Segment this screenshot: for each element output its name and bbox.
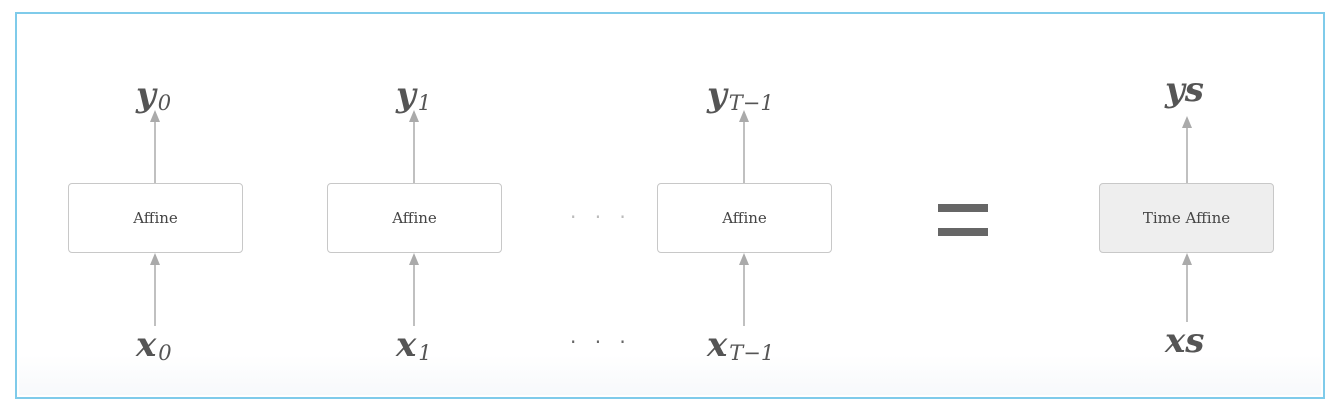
arrowhead-output-2 bbox=[739, 110, 749, 122]
input-subscript-1: 1 bbox=[418, 341, 432, 365]
input-label-1: x1 bbox=[396, 328, 432, 364]
output-label-combined: ys bbox=[1165, 73, 1204, 107]
equals-bar-bottom bbox=[938, 228, 988, 236]
affine-box-2-label: Affine bbox=[722, 209, 767, 227]
output-label-2: yT−1 bbox=[707, 78, 774, 114]
input-symbol-1: x bbox=[396, 325, 417, 365]
affine-box-1: Affine bbox=[327, 183, 502, 253]
input-symbol-0: x bbox=[136, 325, 157, 365]
output-symbol-2: y bbox=[707, 75, 727, 115]
arrowhead-input-combined bbox=[1182, 253, 1192, 265]
affine-box-2: Affine bbox=[657, 183, 832, 253]
output-subscript-2: T−1 bbox=[728, 91, 774, 115]
output-symbol-1: y bbox=[396, 75, 416, 115]
input-subscript-2: T−1 bbox=[729, 341, 775, 365]
output-subscript-1: 1 bbox=[417, 91, 432, 115]
input-label-combined: xs bbox=[1165, 324, 1204, 358]
input-symbol-2: x bbox=[707, 325, 728, 365]
ellipsis-bottom: · · · bbox=[570, 330, 632, 354]
time-affine-box-label: Time Affine bbox=[1142, 209, 1231, 227]
arrowhead-input-2 bbox=[739, 253, 749, 265]
output-subscript-0: 0 bbox=[157, 91, 172, 115]
output-symbol-combined: ys bbox=[1165, 70, 1204, 110]
output-label-0: y0 bbox=[136, 78, 171, 114]
input-label-2: xT−1 bbox=[707, 328, 774, 364]
arrowhead-output-1 bbox=[409, 110, 419, 122]
affine-box-0-label: Affine bbox=[133, 209, 178, 227]
arrowhead-output-combined bbox=[1182, 116, 1192, 128]
frame-bottom-shade bbox=[19, 355, 1321, 395]
affine-box-0: Affine bbox=[68, 183, 243, 253]
time-affine-box: Time Affine bbox=[1099, 183, 1274, 253]
affine-box-1-label: Affine bbox=[392, 209, 437, 227]
ellipsis-middle: · · · bbox=[570, 205, 632, 229]
arrowhead-input-1 bbox=[409, 253, 419, 265]
input-symbol-combined: xs bbox=[1165, 321, 1205, 361]
output-symbol-0: y bbox=[136, 75, 156, 115]
equals-bar-top bbox=[938, 204, 988, 212]
input-label-0: x0 bbox=[136, 328, 172, 364]
arrowhead-output-0 bbox=[150, 110, 160, 122]
output-label-1: y1 bbox=[396, 78, 431, 114]
arrowhead-input-0 bbox=[150, 253, 160, 265]
input-subscript-0: 0 bbox=[158, 341, 172, 365]
